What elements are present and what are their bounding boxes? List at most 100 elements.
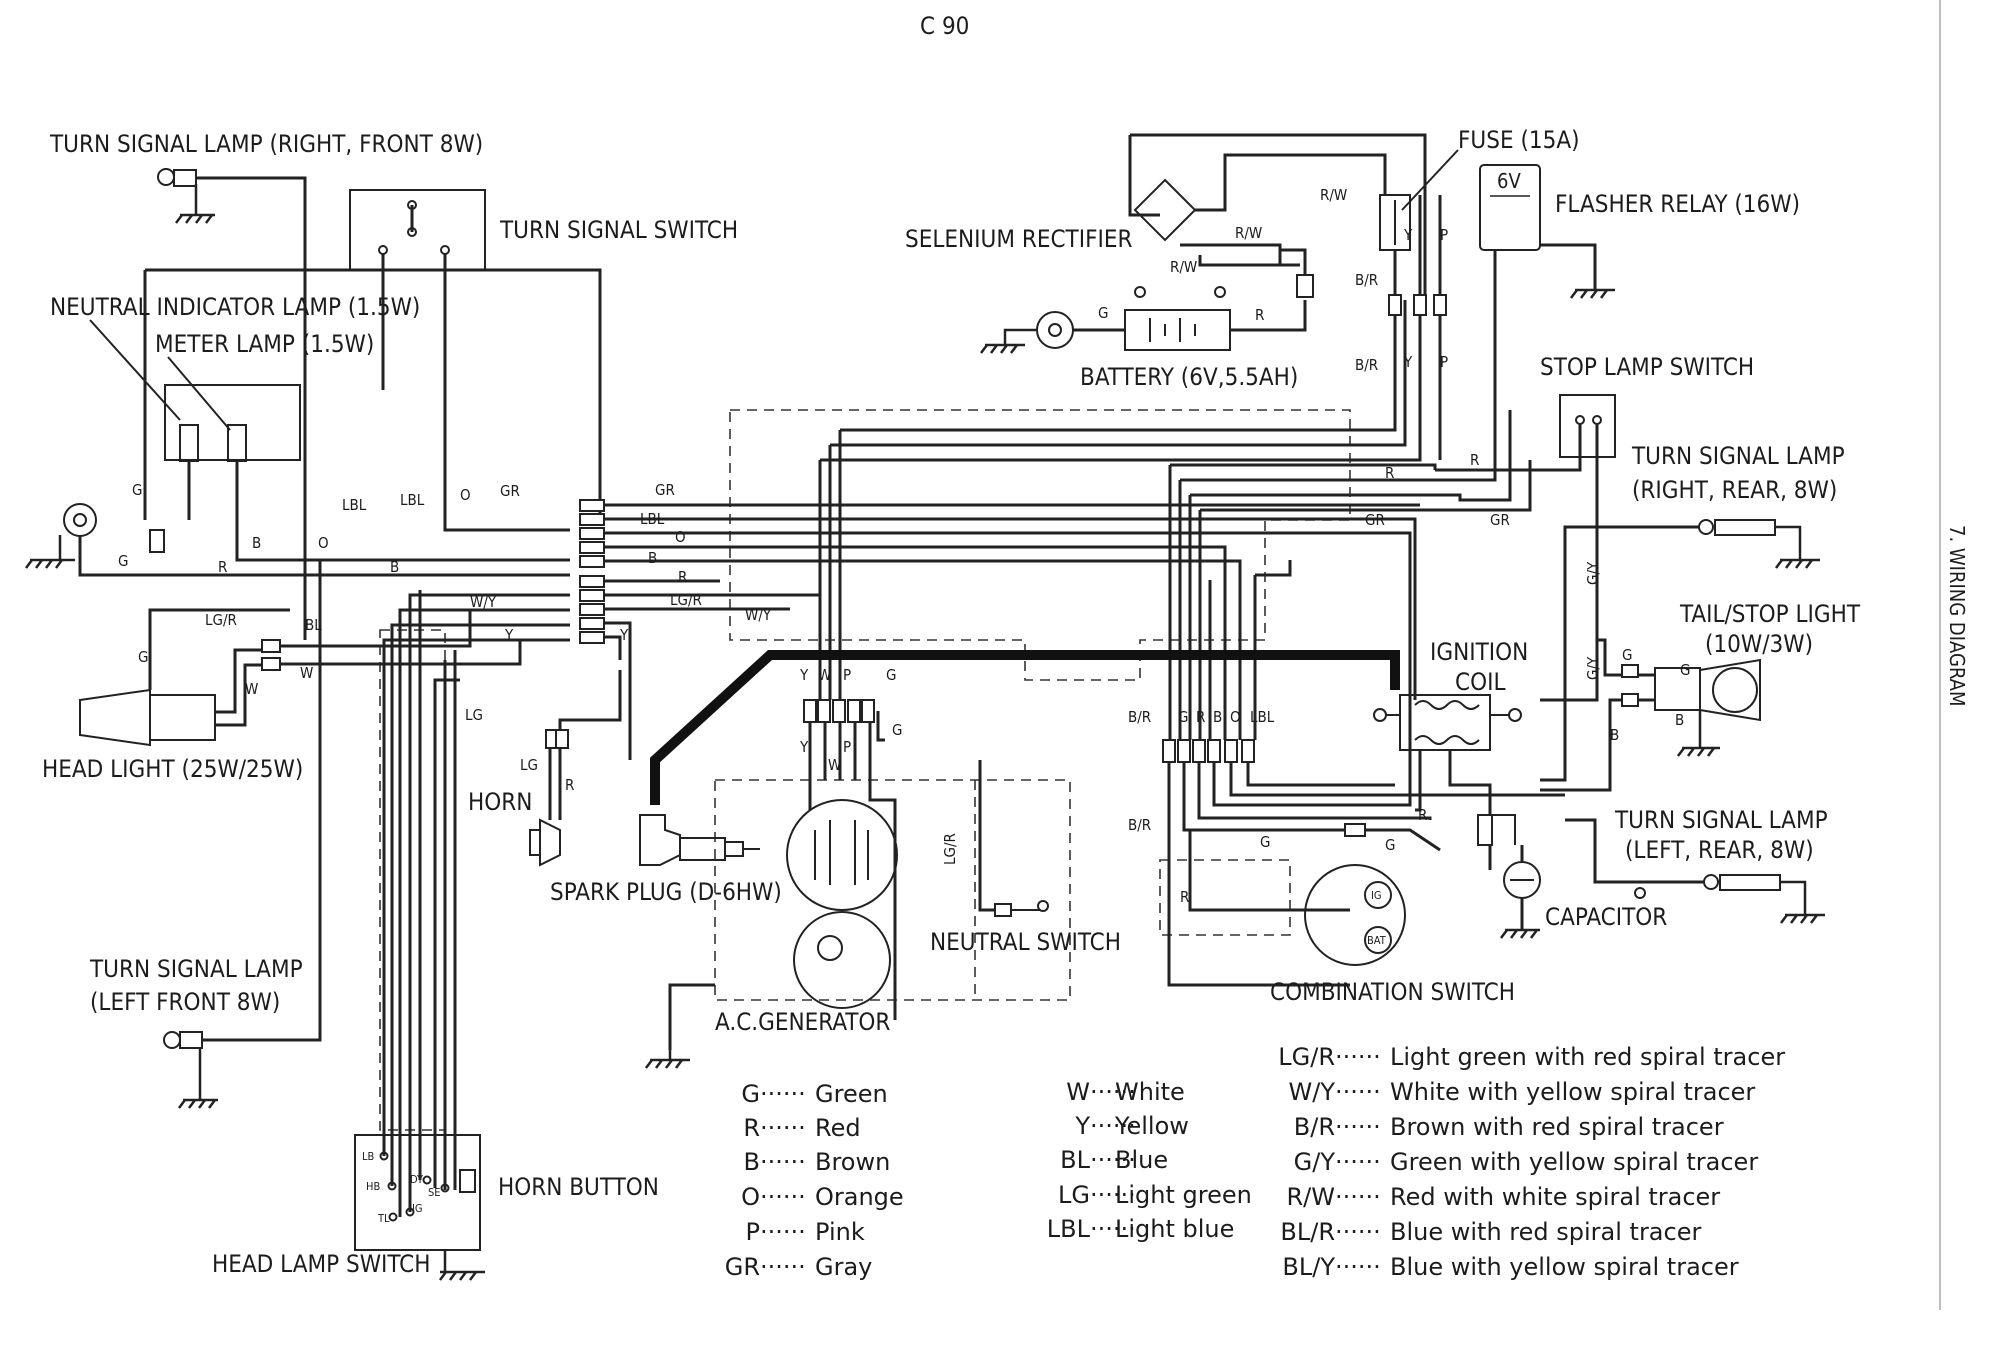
flasher-relay-icon <box>1479 164 1541 251</box>
wire-tag: G <box>138 648 148 666</box>
legend-meaning: White <box>1115 1078 1185 1106</box>
wire-tag: B <box>390 558 399 576</box>
spark-plug-label: SPARK PLUG (D-6HW) <box>550 878 782 906</box>
battery: BATTERY (6V,5.5AH) <box>980 286 1307 391</box>
legend-dots: ······ <box>1090 1078 1136 1106</box>
wire-tag: O <box>675 528 686 546</box>
terminal-se: SE <box>428 1186 441 1199</box>
legend-dots: ······ <box>1335 1113 1381 1141</box>
combination-switch-label: COMBINATION SWITCH <box>1270 978 1515 1006</box>
stop-lamp-switch: STOP LAMP SWITCH <box>1435 353 1754 702</box>
terminal-dy: DY <box>410 1173 424 1186</box>
wire-tag: B/R <box>1128 816 1151 834</box>
legend-dots: ······ <box>760 1148 806 1176</box>
wire-tag: G <box>892 721 902 739</box>
legend-meaning: Light blue <box>1115 1215 1234 1243</box>
legend-code: G/Y <box>1294 1148 1336 1176</box>
wire-tag: R <box>1385 464 1394 482</box>
wire-tag: G <box>1178 708 1188 726</box>
legend-meaning: White with yellow spiral tracer <box>1390 1078 1755 1106</box>
ground-icon <box>178 1048 218 1109</box>
wire-tag: B <box>252 534 261 552</box>
legend-meaning: Light green <box>1115 1181 1252 1209</box>
legend-dots: ······ <box>1090 1112 1136 1140</box>
legend-meaning: Red with white spiral tracer <box>1390 1183 1720 1211</box>
battery-label: BATTERY (6V,5.5AH) <box>1080 363 1298 391</box>
terminal-tl: TL <box>377 1212 390 1225</box>
combination-switch: IG BAT COMBINATION SWITCH <box>1270 864 1515 1006</box>
wire-tag: GR <box>1365 511 1385 529</box>
wire-tag: G <box>886 666 896 684</box>
ignition-coil-label-2: COIL <box>1455 668 1505 696</box>
legend-code: LG/R <box>1278 1043 1335 1071</box>
wire-tag: G <box>1622 646 1632 664</box>
combination-switch-icon <box>1304 864 1406 966</box>
wire-tag: G <box>1098 304 1108 322</box>
wire-tag: LG <box>465 706 483 724</box>
lamp-bulb-icon <box>1719 874 1781 891</box>
wire-tag: GR <box>655 481 675 499</box>
wire-tag: B <box>1610 726 1619 744</box>
legend-dots: ······ <box>760 1183 806 1211</box>
wire-tag: B <box>1675 711 1684 729</box>
wire-tag: B/R <box>1128 708 1151 726</box>
spark-plug: SPARK PLUG (D-6HW) <box>550 814 782 906</box>
comb-ig-label: IG <box>1371 889 1382 902</box>
turn-signal-lamp-left-rear: TURN SIGNAL LAMP (LEFT, REAR, 8W) <box>1565 806 1828 924</box>
legend-meaning: Yellow <box>1114 1112 1189 1140</box>
terminal-ig: IG <box>412 1202 423 1215</box>
legend-code: LG <box>1058 1181 1090 1209</box>
harness-bundle-left <box>382 590 570 1217</box>
legend-dots: ······ <box>1335 1148 1381 1176</box>
wire-tag: R <box>678 568 687 586</box>
meter-assembly: NEUTRAL INDICATOR LAMP (1.5W) METER LAMP… <box>50 268 602 562</box>
wire-tag: W <box>818 666 831 684</box>
wire-tag: P <box>1440 353 1448 371</box>
side-caption: 7. WIRING DIAGRAM <box>1945 525 1969 706</box>
wire-tag: O <box>460 486 471 504</box>
wire-tag: P <box>843 666 851 684</box>
wire-tag: W/Y <box>470 593 497 611</box>
turn-signal-rf-label: TURN SIGNAL LAMP (RIGHT, FRONT 8W) <box>49 130 483 158</box>
wire-tag: R/W <box>1320 186 1347 204</box>
legend-code: Y <box>1074 1112 1090 1140</box>
legend-code: BL/R <box>1280 1218 1335 1246</box>
wire-tag: Y <box>504 626 514 644</box>
wire-tag: LBL <box>640 510 665 528</box>
wire-tag: LG/R <box>670 591 702 609</box>
legend-col-extra: W ······ White Y ······ Yellow BL ······… <box>1047 1078 1252 1243</box>
legend-meaning: Pink <box>815 1218 865 1246</box>
legend-dots: ······ <box>760 1080 806 1108</box>
frame-ground-terminal <box>25 503 570 577</box>
wire-tag: G <box>1385 836 1395 854</box>
wire-tag: Y <box>1403 353 1413 371</box>
turn-signal-lamp-right-rear: TURN SIGNAL LAMP (RIGHT, REAR, 8W) <box>1540 442 1845 782</box>
generator-stator-icon <box>786 799 898 911</box>
legend-meaning: Gray <box>815 1253 872 1281</box>
turn-signal-rr-label-2: (RIGHT, REAR, 8W) <box>1632 476 1837 504</box>
headlight-connectors <box>261 610 522 671</box>
turn-signal-rr-label-1: TURN SIGNAL LAMP <box>1631 442 1845 470</box>
generator-rotor-icon <box>793 911 891 1009</box>
headlight-lens-icon <box>79 688 151 747</box>
wire-tag: LBL <box>1250 708 1275 726</box>
wire-tag: LBL <box>400 491 425 509</box>
legend-code: R <box>743 1114 760 1142</box>
turn-signal-lamp-left-front: TURN SIGNAL LAMP (LEFT FRONT 8W) <box>89 560 322 1109</box>
legend-code: LBL <box>1047 1215 1091 1243</box>
ac-generator: A.C.GENERATOR <box>645 699 898 1069</box>
head-lamp-switch-label: HEAD LAMP SWITCH <box>212 1250 431 1278</box>
neutral-indicator-label: NEUTRAL INDICATOR LAMP (1.5W) <box>50 293 420 321</box>
legend-dots: ······ <box>1335 1253 1381 1281</box>
meter-lamp-label: METER LAMP (1.5W) <box>155 330 374 358</box>
wire-tag: LG/R <box>205 611 237 629</box>
wire-tag: R <box>218 558 227 576</box>
legend-code: BL <box>1060 1146 1090 1174</box>
head-lamp-switch: LB HB TL DY IG SE HORN BUTTON HEAD LAMP … <box>212 1134 659 1281</box>
ground-icon <box>175 184 215 224</box>
ignition-coil-label-1: IGNITION <box>1430 638 1528 666</box>
wire-tag: G/Y <box>1584 561 1602 585</box>
ac-generator-label: A.C.GENERATOR <box>715 1008 890 1036</box>
wire-tag: B <box>1213 708 1222 726</box>
